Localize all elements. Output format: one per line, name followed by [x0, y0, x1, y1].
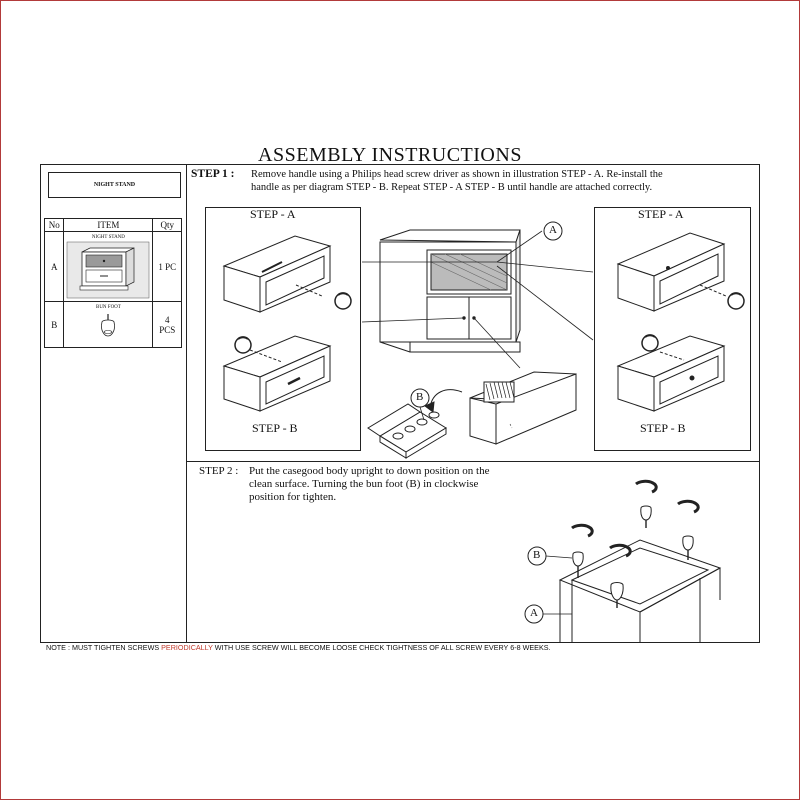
table-header-row: No ITEM Qty [43, 218, 182, 232]
parts-box-icon [367, 403, 447, 459]
row-item: BUN FOOT [63, 301, 154, 348]
parts-table: No ITEM Qty A NIGHT STAND 1 PC B BUN FOO… [43, 218, 182, 348]
step2-instructions: Put the casegood body upright to down po… [249, 465, 549, 504]
table-row: A NIGHT STAND 1 PC [43, 231, 182, 302]
right-drawer-a-icon [616, 232, 745, 312]
clockwise-arrow-icon [571, 479, 700, 558]
table-row: B BUN FOOT 4 PCS [43, 301, 182, 348]
note-prefix: NOTE : MUST TIGHTEN SCREWS [46, 643, 162, 652]
right-drawer-b-icon [616, 334, 726, 412]
callout-a-circle [543, 221, 563, 241]
step2-callout-a-label: A [530, 607, 538, 619]
row-qty: 1 PC [152, 231, 182, 302]
step2-line3: position for tighten. [249, 491, 337, 503]
night-stand-icon [379, 229, 521, 353]
right-step-b-label: STEP - B [640, 421, 686, 435]
product-name-box: NIGHT STAND [48, 172, 181, 198]
column-divider [186, 164, 187, 643]
instruction-sheet [40, 164, 760, 643]
step1-heading: STEP 1 : [191, 168, 235, 180]
bun-foot-mounted-icon [682, 535, 694, 560]
page-title: ASSEMBLY INSTRUCTIONS [258, 144, 522, 166]
bun-foot-mounted-icon [572, 551, 584, 578]
upside-down-case-icon [558, 539, 722, 643]
left-step-b-label: STEP - B [252, 421, 298, 435]
row-item: NIGHT STAND [63, 231, 154, 302]
left-drawer-b-icon [222, 335, 332, 412]
open-drawer-icon [469, 371, 577, 445]
left-step-panel [205, 207, 361, 451]
step2-heading: STEP 2 : [199, 465, 239, 477]
night-stand-thumbnail-icon [67, 241, 150, 298]
qty-unit: PCS [159, 324, 176, 335]
callout-a-label: A [549, 224, 557, 236]
note-highlight: PERIODICALLY [161, 643, 213, 652]
qty-number: 4 [164, 314, 170, 325]
item-label-bun-foot: BUN FOOT [95, 304, 121, 310]
right-step-panel [594, 207, 751, 451]
step2-line1: Put the casegood body upright to down po… [249, 465, 490, 477]
note-suffix: WITH USE SCREW WILL BECOME LOOSE CHECK T… [212, 643, 551, 652]
maintenance-note: NOTE : MUST TIGHTEN SCREWS PERIODICALLY … [46, 643, 551, 652]
step2-line2: clean surface. Turning the bun foot (B) … [249, 478, 479, 490]
left-drawer-a-icon [222, 235, 352, 313]
step1-instructions: Remove handle using a Philips head screw… [251, 168, 751, 194]
bun-foot-mounted-icon [610, 582, 624, 608]
bun-foot-icon [101, 313, 116, 336]
row-qty: 4 PCS [152, 301, 182, 348]
step1-line2: handle as per diagram STEP - B. Repeat S… [251, 182, 653, 193]
step-divider [186, 461, 760, 462]
step1-line1: Remove handle using a Philips head screw… [251, 169, 663, 180]
bun-foot-mounted-icon [640, 505, 652, 528]
callout-b-label: B [416, 391, 424, 403]
item-label-night-stand: NIGHT STAND [91, 234, 125, 240]
left-step-a-label: STEP - A [250, 207, 296, 221]
row-no: B [43, 301, 65, 348]
right-step-a-label: STEP - A [638, 207, 684, 221]
step2-callout-b-label: B [533, 549, 541, 561]
